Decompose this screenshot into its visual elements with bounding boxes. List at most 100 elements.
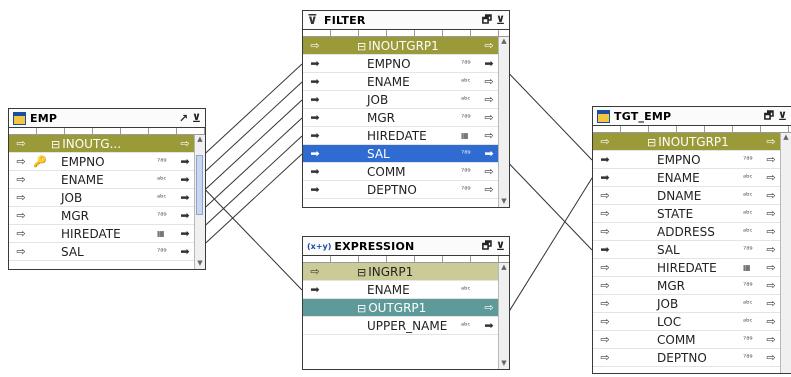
port-name: COMM xyxy=(657,332,696,347)
port-row[interactable]: ⇨HIREDATE▦⇨ xyxy=(593,259,781,277)
expression-in-group-name: INGRP1 xyxy=(357,265,413,279)
restore-icon[interactable]: 🗗 xyxy=(763,108,775,122)
emp-source-box[interactable]: EMP ↗ ⊻ ⇨ INOUTG... ⇨ ⇨🔑EMPNO⁷⁸⁹➡⇨ENAMEᵃ… xyxy=(8,108,206,270)
filter-title-bar[interactable]: ⊽ FILTER 🗗 ⊻ xyxy=(303,11,509,30)
scroll-up-icon[interactable]: ▲ xyxy=(783,133,789,141)
expression-out-group-row[interactable]: OUTGRP1 ⇨ xyxy=(303,299,499,317)
minimize-icon[interactable]: ⊻ xyxy=(778,109,787,123)
port-row[interactable]: UPPER_NAME ᵃᵇᶜ ➡ xyxy=(303,317,499,335)
maximize-icon[interactable]: ↗ xyxy=(178,111,189,125)
restore-icon[interactable]: 🗗 xyxy=(481,238,493,252)
port-name: UPPER_NAME xyxy=(367,318,448,333)
port-out-icon: ➡ xyxy=(180,173,190,186)
filter-scrollbar[interactable]: ▲ ▼ xyxy=(498,37,509,207)
emp-scrollbar[interactable]: ▲ ▼ xyxy=(194,135,205,269)
datatype-date-icon: ▦ xyxy=(157,229,165,238)
column-ruler xyxy=(303,30,509,37)
key-icon: 🔑 xyxy=(33,155,47,168)
port-row[interactable]: ➡HIREDATE▦⇨ xyxy=(303,127,499,145)
port-out-icon: ➡ xyxy=(600,243,610,256)
datatype-string-icon: ᵃᵇᶜ xyxy=(461,285,471,294)
port-in-icon: ⇨ xyxy=(600,135,610,148)
scroll-down-icon[interactable]: ▼ xyxy=(197,259,203,267)
port-in-icon: ⇨ xyxy=(600,261,610,274)
expression-title-bar[interactable]: (x+y) EXPRESSION 🗗 ⊻ xyxy=(303,237,509,256)
column-ruler xyxy=(9,128,205,135)
filter-transformation-box[interactable]: ⊽ FILTER 🗗 ⊻ ⇨ INOUTGRP1 ⇨ ➡EMPNO⁷⁸⁹➡➡EN… xyxy=(302,10,510,208)
emp-title: EMP xyxy=(30,111,58,125)
datatype-date-icon: ▦ xyxy=(461,131,469,140)
port-in-icon: ⇨ xyxy=(484,111,494,124)
datatype-number-icon: ⁷⁸⁹ xyxy=(157,157,167,166)
port-in-icon: ⇨ xyxy=(600,189,610,202)
port-in-icon: ⇨ xyxy=(600,225,610,238)
scroll-down-icon[interactable]: ▼ xyxy=(501,197,507,205)
port-name: DNAME xyxy=(657,188,702,203)
scroll-up-icon[interactable]: ▲ xyxy=(501,37,507,45)
scroll-up-icon[interactable]: ▲ xyxy=(501,263,507,271)
emp-title-bar[interactable]: EMP ↗ ⊻ xyxy=(9,109,205,128)
datatype-number-icon: ⁷⁸⁹ xyxy=(461,149,471,158)
tgt-emp-target-box[interactable]: TGT_EMP 🗗 ⊻ ⇨ INOUTGRP1 ⇨ ➡EMPNO⁷⁸⁹⇨➡ENA… xyxy=(592,106,791,374)
port-out-icon: ➡ xyxy=(600,153,610,166)
link-line xyxy=(195,63,303,163)
minimize-icon[interactable]: ⊻ xyxy=(192,111,201,125)
expression-transformation-box[interactable]: (x+y) EXPRESSION 🗗 ⊻ ⇨ INGRP1 ➡ ENAME ᵃᵇ… xyxy=(302,236,510,370)
port-row[interactable]: ⇨HIREDATE▦➡ xyxy=(9,225,195,243)
link-line xyxy=(195,117,303,217)
tgt-emp-group-row[interactable]: ⇨ INOUTGRP1 ⇨ xyxy=(593,133,781,151)
port-row[interactable]: ➡ ENAME ᵃᵇᶜ xyxy=(303,281,499,299)
scroll-down-icon[interactable]: ▼ xyxy=(501,359,507,367)
emp-group-row[interactable]: ⇨ INOUTG... ⇨ xyxy=(9,135,195,153)
link-line xyxy=(195,99,303,199)
filter-group-name: INOUTGRP1 xyxy=(357,39,439,53)
port-in-icon: ⇨ xyxy=(766,297,776,310)
expression-in-group-row[interactable]: ⇨ INGRP1 xyxy=(303,263,499,281)
port-name: MGR xyxy=(61,208,89,223)
minimize-icon[interactable]: ⊻ xyxy=(496,239,505,253)
link-line xyxy=(195,135,303,235)
port-name: DEPTNO xyxy=(367,182,417,197)
tgt-emp-title-bar[interactable]: TGT_EMP 🗗 ⊻ xyxy=(593,107,791,126)
filter-title: FILTER xyxy=(324,13,366,27)
scroll-up-icon[interactable]: ▲ xyxy=(197,135,203,143)
tgt-emp-title: TGT_EMP xyxy=(614,109,672,123)
minimize-icon[interactable]: ⊻ xyxy=(496,13,505,27)
datatype-string-icon: ᵃᵇᶜ xyxy=(157,175,167,184)
link-line xyxy=(195,179,303,291)
port-in-icon: ⇨ xyxy=(484,129,494,142)
datatype-number-icon: ⁷⁸⁹ xyxy=(157,211,167,220)
datatype-string-icon: ᵃᵇᶜ xyxy=(743,299,753,308)
filter-ports: ⇨ INOUTGRP1 ⇨ ➡EMPNO⁷⁸⁹➡➡ENAMEᵃᵇᶜ⇨➡JOBᵃᵇ… xyxy=(303,37,509,199)
tgt-emp-scrollbar[interactable]: ▲ xyxy=(780,133,791,373)
expression-scrollbar[interactable]: ▲ ▼ xyxy=(498,263,509,369)
restore-icon[interactable]: 🗗 xyxy=(481,12,493,26)
filter-group-row[interactable]: ⇨ INOUTGRP1 ⇨ xyxy=(303,37,499,55)
port-out-icon: ➡ xyxy=(484,147,494,160)
scroll-thumb[interactable] xyxy=(196,155,203,215)
